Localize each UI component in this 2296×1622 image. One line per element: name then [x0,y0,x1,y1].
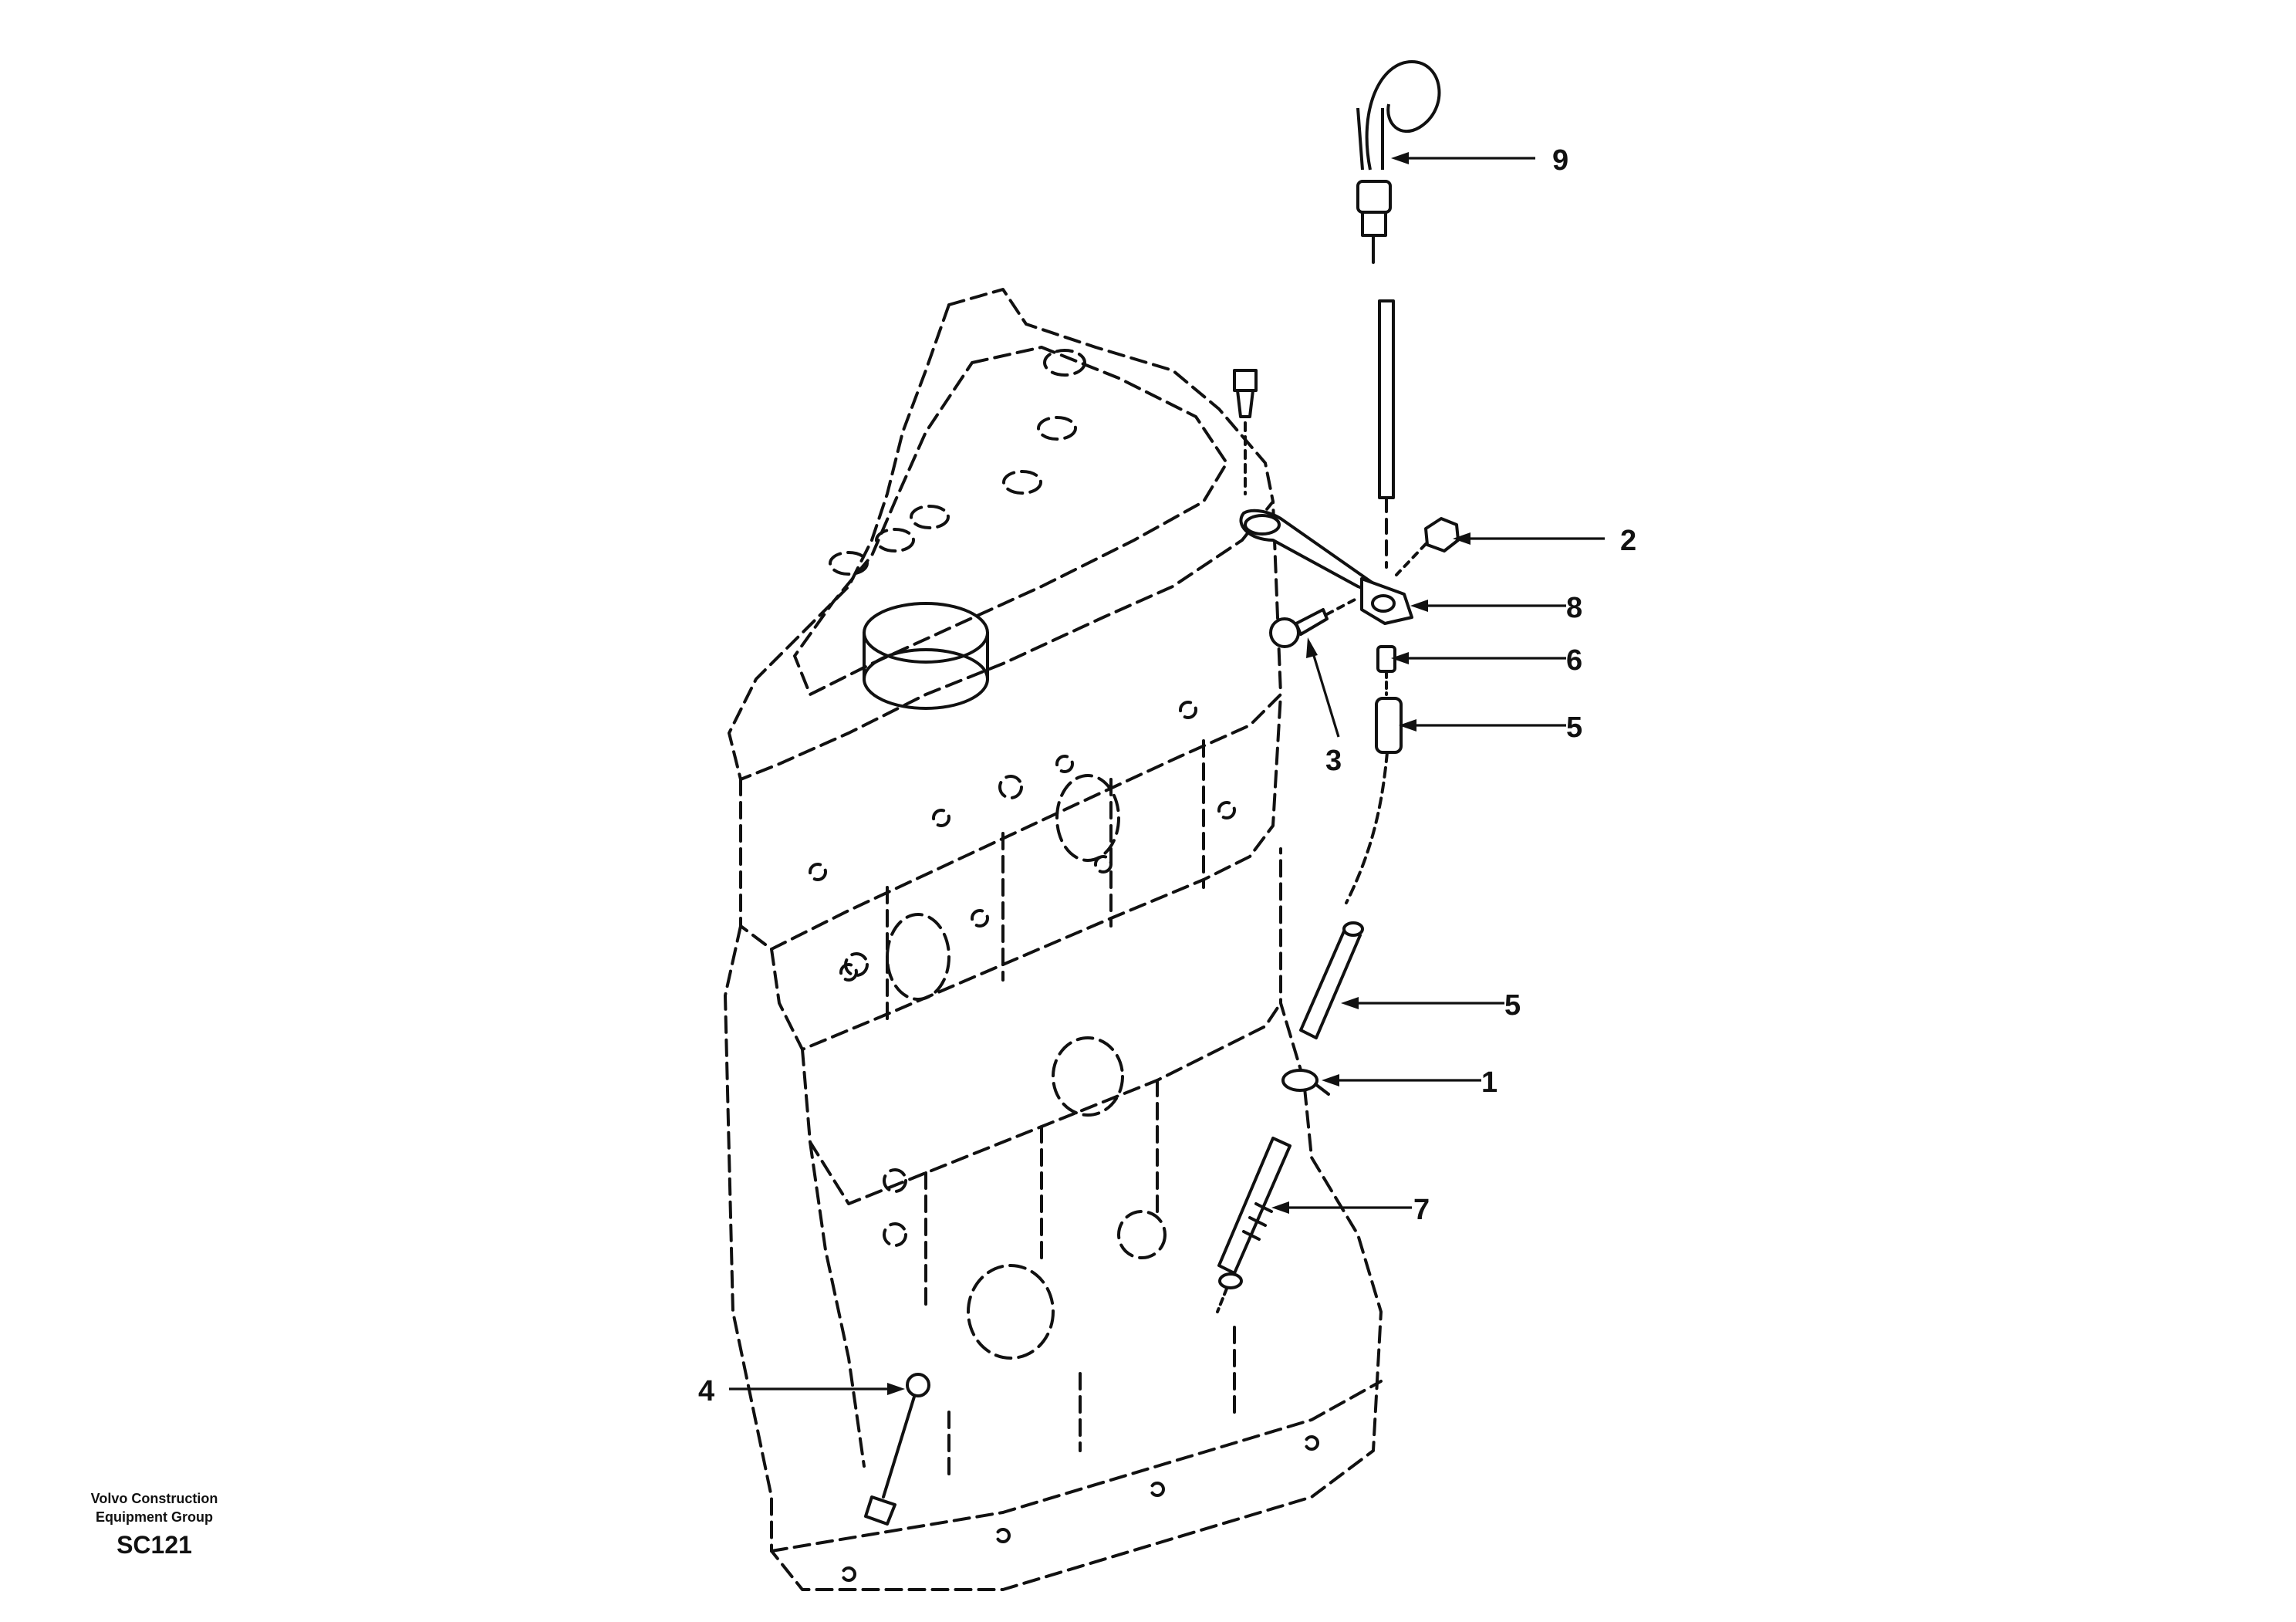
callout-1: 1 [1481,1066,1497,1099]
callout-9: 9 [1552,144,1568,177]
callout-4: 4 [698,1375,714,1407]
callout-5-upper: 5 [1566,711,1582,744]
publisher-name-line2: Equipment Group [96,1509,213,1525]
nipple [1376,645,1396,696]
callout-6: 6 [1566,644,1582,677]
callout-8: 8 [1566,592,1582,624]
screw [1269,596,1359,648]
publisher-name-line1: Volvo Construction [90,1491,218,1506]
dipstick-rod [1378,299,1395,569]
hose-lower [1299,921,1364,1039]
callout-7: 7 [1413,1194,1430,1226]
dipstick-handle [1356,60,1441,264]
callout-3: 3 [1325,745,1342,777]
clamp [1281,1069,1330,1096]
cover-bolt [1233,369,1258,495]
nut [1395,517,1460,576]
bracket [1239,509,1413,625]
callout-2: 2 [1620,525,1636,557]
callout-labels: 9 2 8 6 5 3 5 1 7 4 [698,144,1636,1407]
callout-5-lower: 5 [1504,989,1521,1022]
diagram-code: SC121 [116,1531,192,1559]
dipstick-tube [1216,1137,1292,1313]
hose-upper [1345,697,1403,904]
leader-lines [729,152,1605,1395]
engine-block-outline [724,288,1383,1591]
plug [864,1373,930,1526]
